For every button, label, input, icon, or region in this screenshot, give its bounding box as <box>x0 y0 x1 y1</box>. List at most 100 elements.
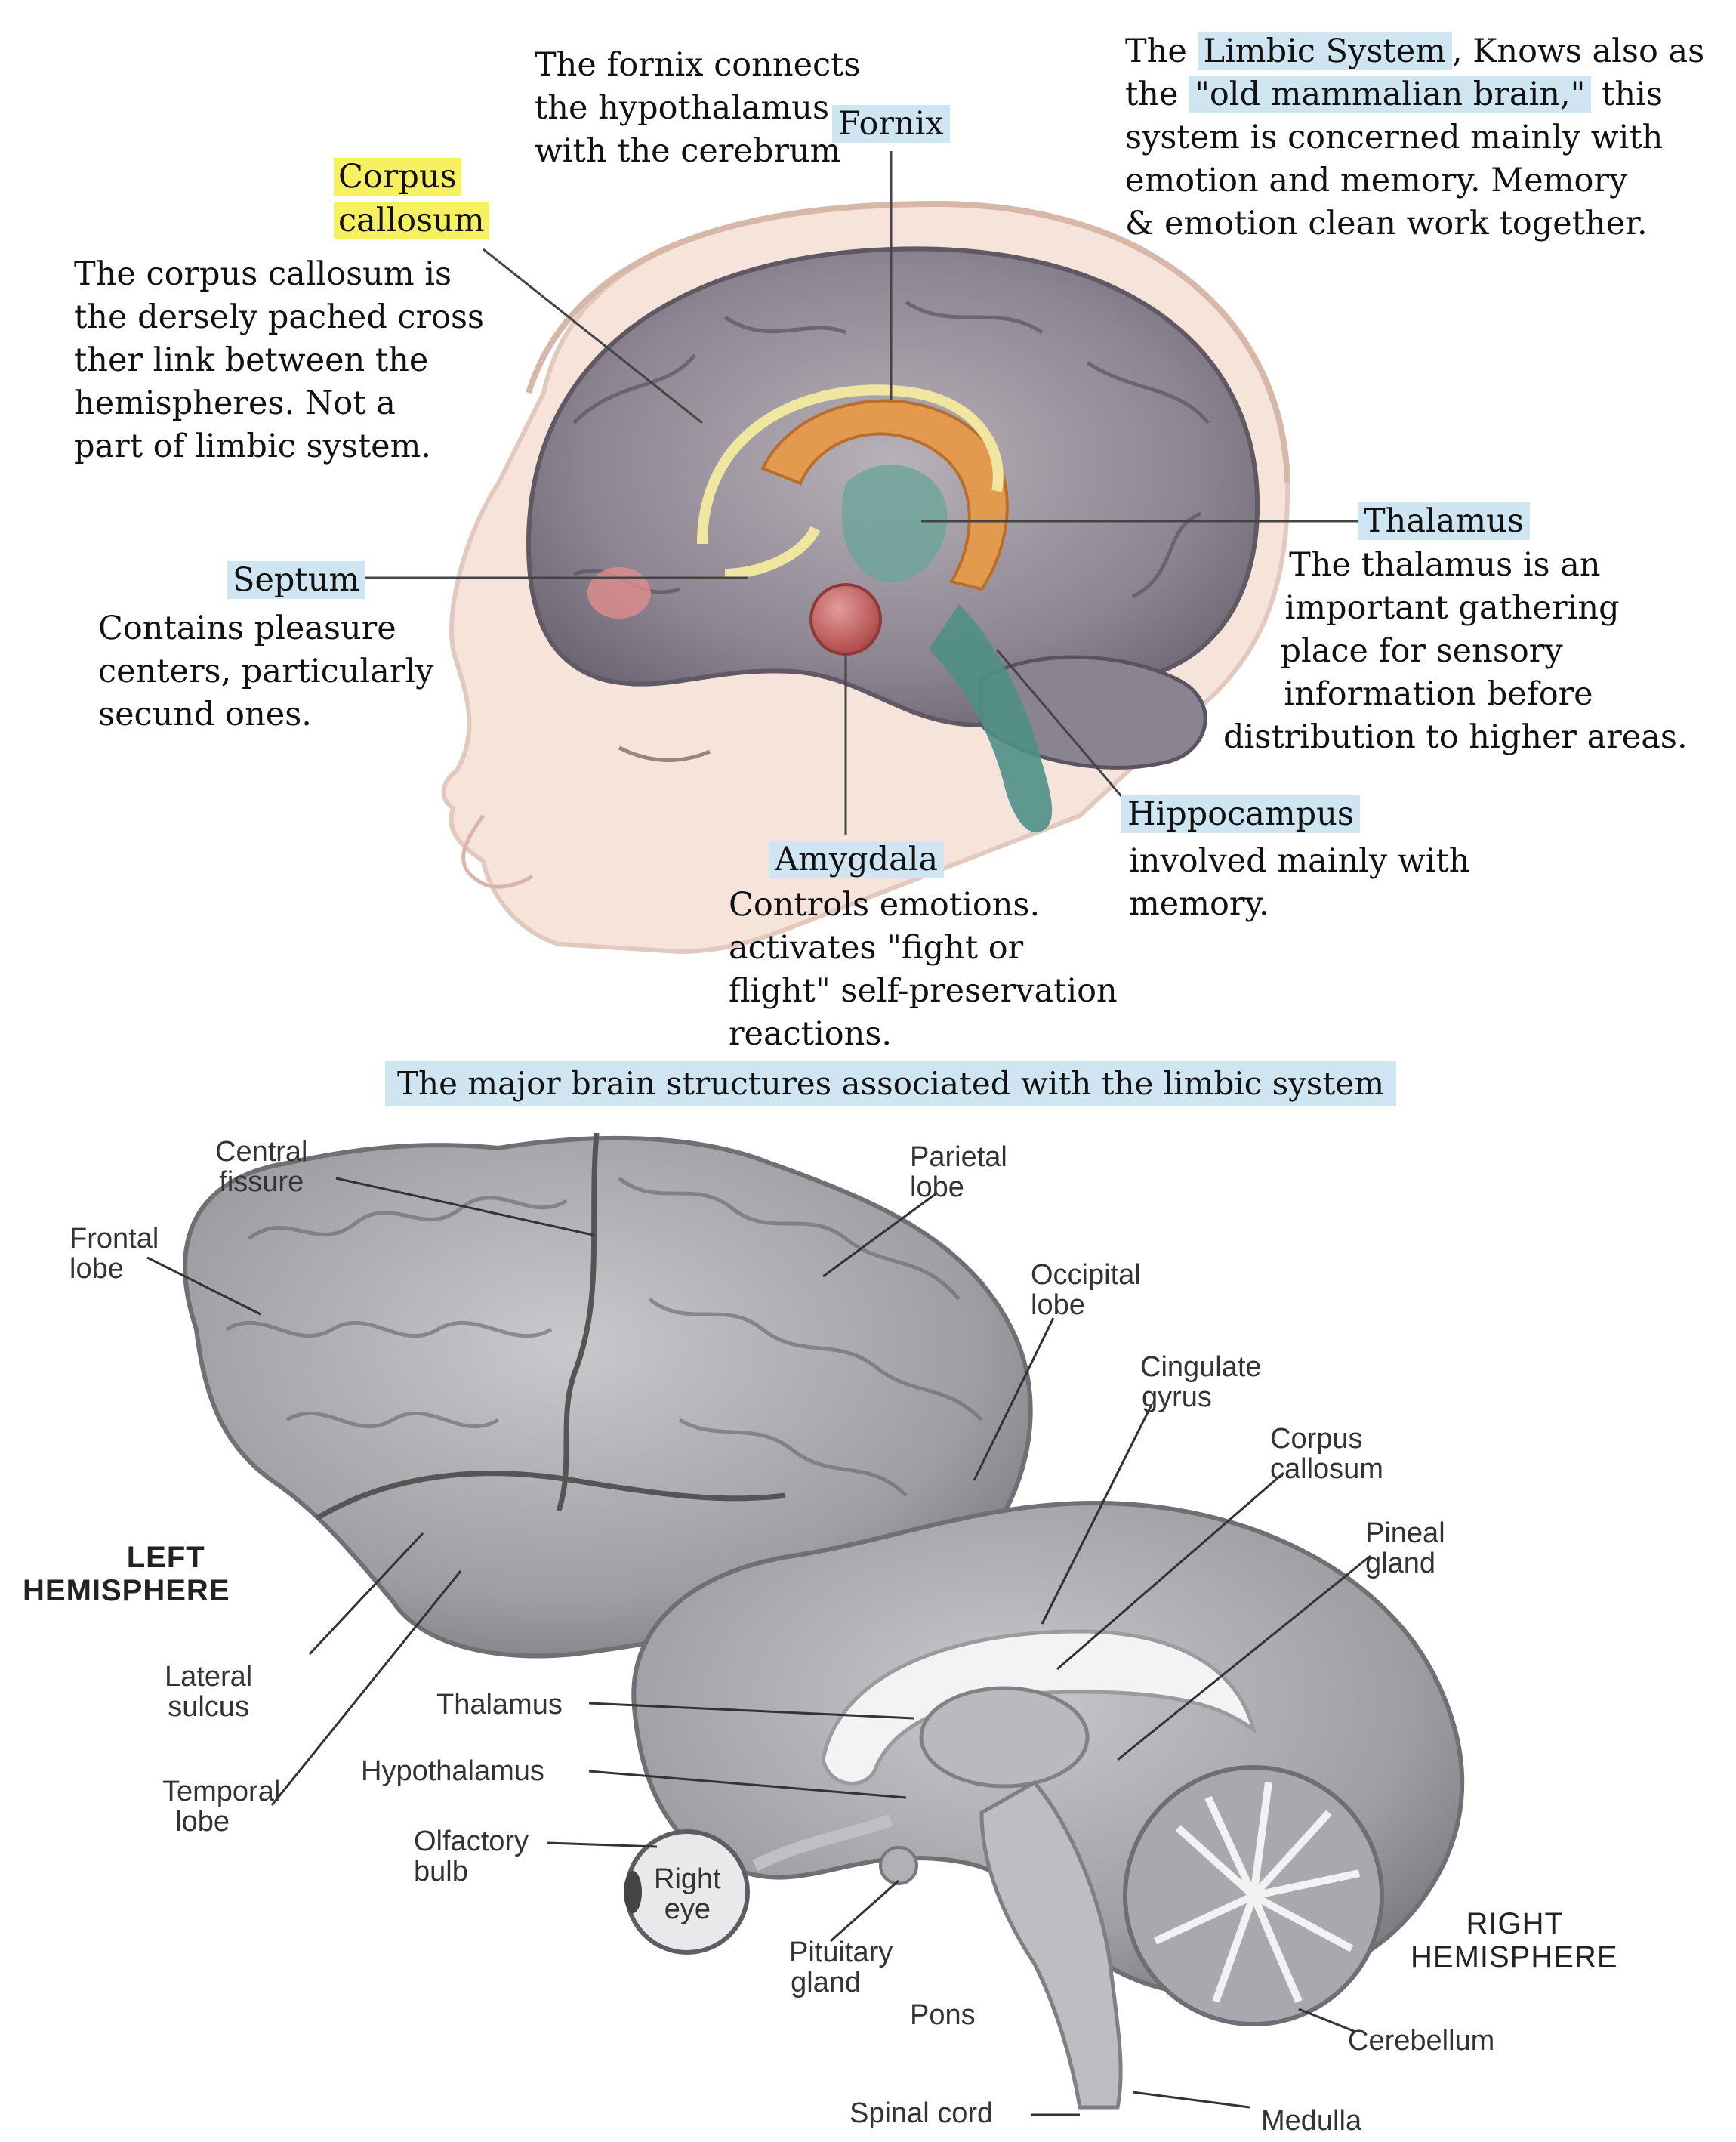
limbic-line-4: emotion and memory. Memory <box>1125 162 1628 199</box>
label-line: RIGHT <box>1466 1907 1564 1940</box>
label-line: Corpus <box>1270 1423 1363 1455</box>
corpus-callosum-description: The corpus callosum is the dersely pache… <box>74 253 484 468</box>
limbic-text: this <box>1591 76 1663 113</box>
corpus-callosum-label: Corpus callosum <box>334 155 489 242</box>
limbic-system-description: The Limbic System, Knows also as the "ol… <box>1125 30 1704 245</box>
corpus-callosum-label-line: callosum <box>334 202 489 239</box>
label-line: Pituitary <box>789 1937 893 1968</box>
label-line: gyrus <box>1142 1381 1212 1413</box>
hippocampus-description-line: memory. <box>1129 885 1269 923</box>
label-line: Parietal <box>910 1141 1007 1173</box>
label-line: Olfactory <box>414 1826 529 1857</box>
frontal-lobe-label: Frontal lobe <box>69 1224 159 1284</box>
label-line: Cingulate <box>1140 1351 1262 1383</box>
amygdala-description: Controls emotions. activates "fight or f… <box>729 884 1118 1056</box>
amygdala-description-line: activates "fight or <box>729 929 1024 967</box>
limbic-text: the <box>1125 76 1189 113</box>
hippocampus-label-text: Hippocampus <box>1121 795 1360 833</box>
corpus-description-line: the dersely pached cross <box>74 298 485 336</box>
amygdala-label-text: Amygdala <box>769 841 945 878</box>
thalamus-bottom-label: Thalamus <box>436 1689 563 1721</box>
label-line: Temporal <box>162 1776 281 1807</box>
label-line: Occipital <box>1031 1259 1141 1291</box>
label-line: lobe <box>69 1253 124 1285</box>
label-line: fissure <box>219 1166 304 1198</box>
thalamus-description: The thalamus is an important gathering p… <box>1223 544 1688 759</box>
amygdala-label: Amygdala <box>769 838 945 881</box>
septum-description-line: centers, particularly <box>98 653 434 690</box>
septum-description-line: Contains pleasure <box>98 610 396 647</box>
label-line: lobe <box>175 1806 230 1838</box>
label-line: lobe <box>910 1171 964 1203</box>
label-line: lobe <box>1031 1289 1085 1321</box>
label-line: Lateral <box>165 1661 253 1693</box>
thalamus-label: Thalamus <box>1358 500 1530 543</box>
limbic-line-5: & emotion clean work together. <box>1125 205 1648 242</box>
label-line: Right <box>654 1863 721 1895</box>
left-hemisphere-label: LEFT HEMISPHERE <box>23 1541 230 1607</box>
temporal-lobe-label: Temporal lobe <box>162 1776 280 1837</box>
olfactory-bulb-label: Olfactory bulb <box>414 1826 529 1887</box>
amygdala-description-line: Controls emotions. <box>729 886 1041 924</box>
cingulate-gyrus-label: Cingulate gyrus <box>1140 1352 1262 1412</box>
left-hemisphere-illustration <box>183 1132 1033 1659</box>
occipital-lobe-label: Occipital lobe <box>1031 1260 1141 1320</box>
label-line: HEMISPHERE <box>1411 1940 1618 1974</box>
septum-description-line: secund ones. <box>98 696 312 733</box>
limbic-text: , Knows also as <box>1451 32 1705 70</box>
fornix-label-text: Fornix <box>832 105 950 143</box>
spinal-cord-label: Spinal cord <box>849 2097 994 2129</box>
corpus-callosum-label-line: Corpus <box>334 158 461 196</box>
amygdala-description-line: flight" self-preservation <box>729 972 1118 1010</box>
label-line: callosum <box>1270 1453 1383 1485</box>
lateral-sulcus-label: Lateral sulcus <box>165 1662 252 1722</box>
hypothalamus-label: Hypothalamus <box>361 1755 544 1787</box>
limbic-system-highlight: Limbic System <box>1197 32 1452 70</box>
hemisphere-word: HEMISPHERE <box>23 1574 230 1607</box>
thalamus-label-text: Thalamus <box>1358 502 1530 540</box>
thalamus-description-line: important gathering <box>1284 589 1620 627</box>
medulla-label: Medulla <box>1261 2105 1362 2137</box>
thalamus-description-line: place for sensory <box>1280 632 1563 670</box>
corpus-description-line: part of limbic system. <box>74 427 432 465</box>
corpus-callosum-bottom-label: Corpus callosum <box>1270 1424 1383 1484</box>
central-fissure-label: Central fissure <box>215 1137 308 1197</box>
label-line: HEMISPHERE <box>23 1574 230 1607</box>
septum-label: Septum <box>227 559 366 602</box>
thalamus-description-line: distribution to higher areas. <box>1223 718 1688 756</box>
fornix-description-line: with the cerebrum <box>535 132 841 170</box>
thalamus-description-line: The thalamus is an <box>1289 546 1601 584</box>
pituitary-gland-label: Pituitary gland <box>789 1937 893 1998</box>
fornix-description-line: the hypothalamus <box>535 89 830 127</box>
label-line: Frontal <box>69 1223 159 1255</box>
top-leader-lines <box>359 151 1374 835</box>
right-hemisphere-label: RIGHT HEMISPHERE <box>1411 1907 1618 1974</box>
top-brain-illustration <box>526 200 1290 832</box>
septum-label-text: Septum <box>227 561 366 599</box>
hippocampus-description-line: involved mainly with <box>1129 842 1470 880</box>
thalamus-description-line: information before <box>1284 675 1593 713</box>
label-line: Pineal <box>1365 1517 1445 1549</box>
label-line: gland <box>791 1967 862 1998</box>
right-eye-label: Right eye <box>654 1864 721 1924</box>
label-line: bulb <box>414 1856 468 1887</box>
hippocampus-label: Hippocampus <box>1121 793 1360 836</box>
limbic-line-2: the "old mammalian brain," this <box>1125 73 1704 116</box>
limbic-text: The <box>1125 32 1198 70</box>
corpus-description-line: hemispheres. Not a <box>74 384 396 422</box>
label-line: LEFT <box>126 1541 205 1574</box>
septum-description: Contains pleasure centers, particularly … <box>98 607 433 736</box>
label-line: Central <box>215 1136 308 1168</box>
cerebellum-label: Cerebellum <box>1348 2025 1495 2057</box>
fornix-description: The fornix connects the hypothalamus wit… <box>535 44 860 173</box>
corpus-description-line: The corpus callosum is <box>74 255 452 293</box>
pineal-gland-label: Pineal gland <box>1365 1518 1445 1579</box>
pons-label: Pons <box>910 1999 976 2031</box>
hippocampus-description: involved mainly with memory. <box>1129 840 1469 926</box>
label-line: sulcus <box>168 1691 249 1723</box>
right-hemisphere-illustration <box>624 1500 1465 2110</box>
fornix-description-line: The fornix connects <box>535 46 861 84</box>
old-mammalian-brain-highlight: "old mammalian brain," <box>1189 76 1592 113</box>
label-line: eye <box>664 1894 711 1925</box>
